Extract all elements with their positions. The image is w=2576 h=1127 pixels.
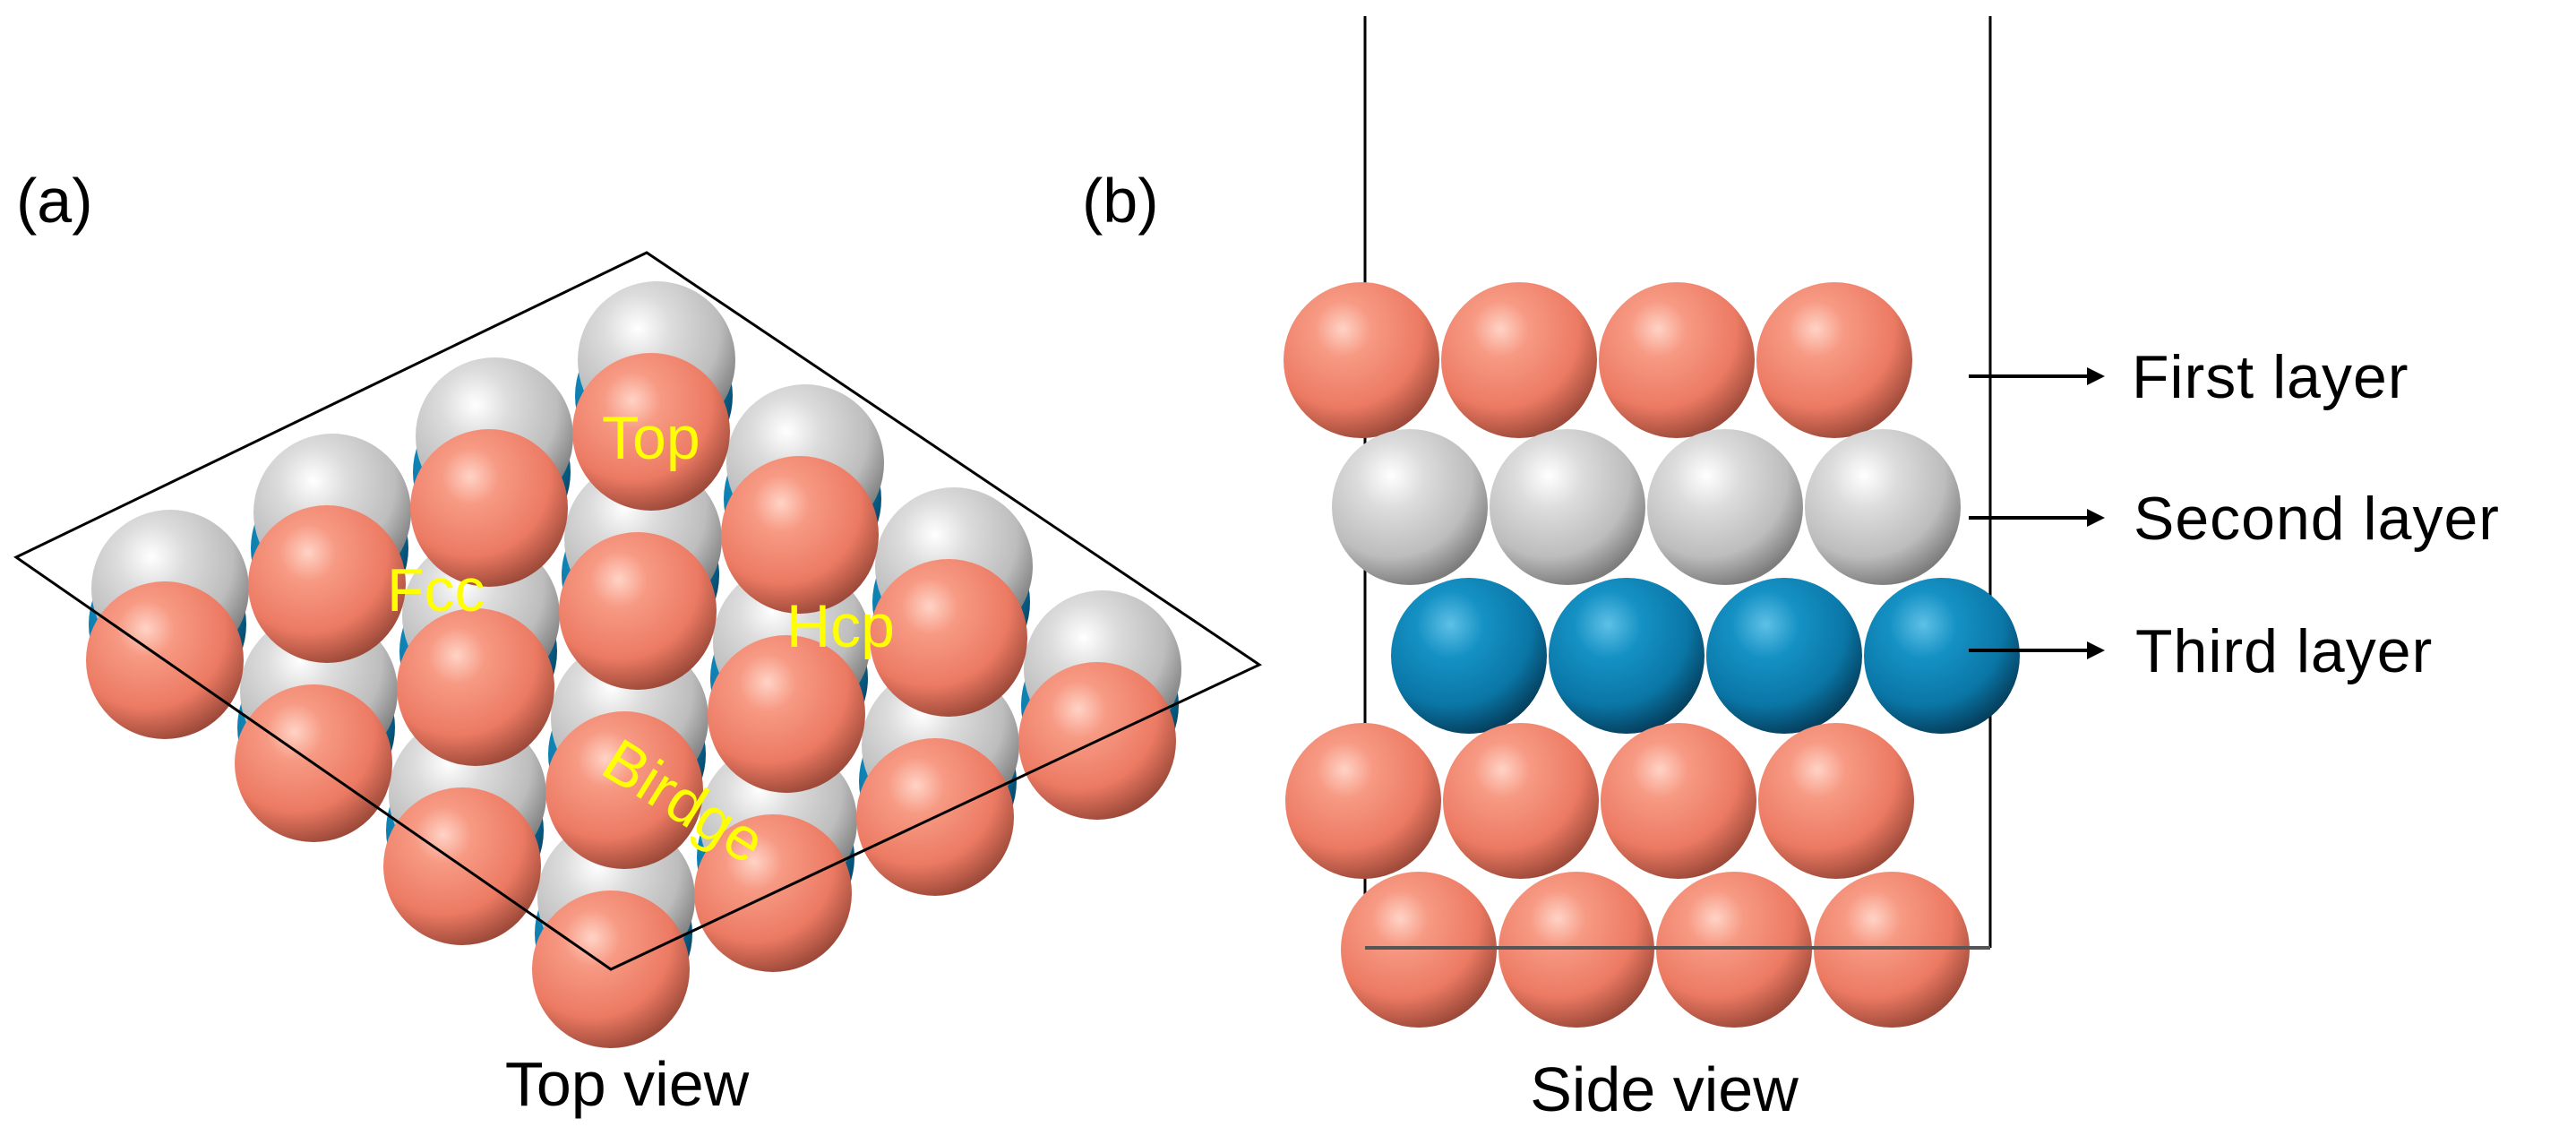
first-layer-atom [1441,282,1597,438]
first-layer-atom [1601,723,1756,879]
first-layer-atom [708,635,865,793]
third-layer-atom [1864,578,2020,734]
first-layer-atom [1285,723,1441,879]
top-view-panel: Top Fcc Hcp Birdge (a) Top view [13,166,1263,1119]
second-layer-atom [1647,429,1803,585]
first-layer-atom [1284,282,1439,438]
panel-label-b: (b) [1082,166,1159,236]
label-second-layer: Second layer [2134,485,2500,553]
first-layer-atom [1443,723,1599,879]
second-layer-atom [1332,429,1488,585]
first-layer-atom [248,505,406,663]
unit-cell-outline [13,251,1263,971]
first-layer-atom [1599,282,1755,438]
site-label-fcc: Fcc [387,556,485,624]
third-layer-atom [1706,578,1862,734]
first-layer-arrow [1969,367,2105,385]
third-layer-atom [1549,578,1704,734]
side-view-panel: (b) Side view First layer Second layer T… [1082,16,2500,1124]
caption-side-view: Side view [1530,1054,1799,1124]
first-layer-atom [410,429,568,587]
third-layer-arrow [1969,641,2105,659]
label-first-layer: First layer [2132,343,2409,411]
side-view-atoms [1284,282,2020,1028]
third-layer-atom [1391,578,1547,734]
first-layer-atom [559,532,717,690]
second-layer-arrow [1969,509,2105,527]
first-layer-atom [1756,282,1912,438]
caption-top-view: Top view [505,1049,750,1119]
first-layer-atom [721,456,879,614]
site-label-hcp: Hcp [786,592,895,660]
first-layer-atom [1758,723,1914,879]
first-layer-atom [397,608,554,766]
top-view-atoms [86,281,1181,1048]
second-layer-atom [1490,429,1645,585]
label-third-layer: Third layer [2135,617,2433,685]
first-layer-atom [870,559,1027,717]
first-layer-atom [545,711,703,869]
site-label-top: Top [602,404,700,472]
panel-label-a: (a) [16,166,93,236]
second-layer-atom [1805,429,1961,585]
first-layer-atom [572,353,730,511]
